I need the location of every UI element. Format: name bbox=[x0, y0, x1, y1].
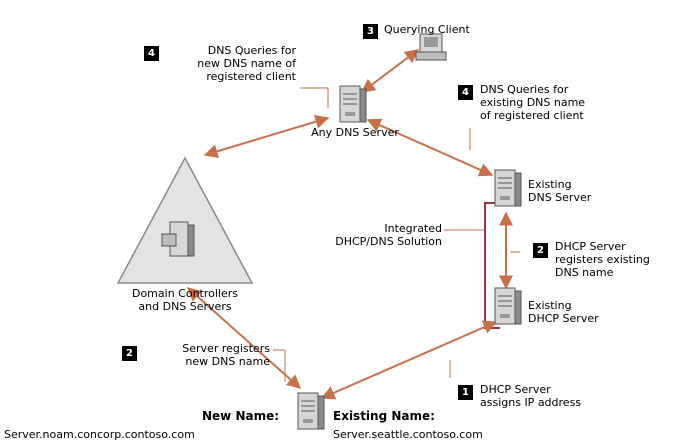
step4-left-text: DNS Queries for new DNS name of register… bbox=[197, 44, 296, 83]
new-name-label: New Name: bbox=[202, 409, 280, 423]
arrow-any-dns-to-domain-controllers bbox=[203, 114, 330, 159]
step-badge-4-left: 4 bbox=[144, 46, 159, 61]
step2-left-text: Server registers new DNS name bbox=[182, 342, 270, 368]
existing-dhcp-server-label: Existing DHCP Server bbox=[528, 299, 599, 325]
integrated-solution-label: Integrated DHCP/DNS Solution bbox=[335, 222, 442, 248]
arrow-any-dns-to-existing-dns bbox=[366, 118, 494, 177]
arrow-any-dns-to-querying-client bbox=[360, 49, 420, 93]
step-badge-1: 1 bbox=[458, 385, 473, 400]
querying-client-icon bbox=[415, 33, 447, 61]
arrow-dhcp-to-server bbox=[320, 320, 498, 400]
existing-name-label: Existing Name: bbox=[333, 409, 435, 423]
existing-name-value: Server.seattle.contoso.com bbox=[333, 428, 483, 441]
domain-controller-icon bbox=[161, 221, 195, 257]
step2-right-text: DHCP Server registers existing DNS name bbox=[555, 240, 650, 279]
registered-server-icon bbox=[297, 392, 325, 430]
any-dns-server-label: Any DNS Server bbox=[311, 126, 399, 139]
domain-controllers-label: Domain Controllers and DNS Servers bbox=[131, 287, 239, 313]
step4-right-text: DNS Queries for existing DNS name of reg… bbox=[480, 83, 586, 122]
any-dns-server-icon bbox=[339, 85, 367, 123]
step-badge-2-left: 2 bbox=[122, 346, 137, 361]
step1-text: DHCP Server assigns IP address bbox=[480, 383, 582, 409]
step3-text: Querying Client bbox=[384, 23, 470, 36]
existing-dns-server-label: Existing DNS Server bbox=[528, 178, 592, 204]
arrow-domain-controllers-to-server bbox=[186, 287, 302, 389]
existing-dhcp-server-icon bbox=[494, 287, 522, 325]
domain-controllers-triangle bbox=[116, 156, 254, 284]
existing-dns-server-icon bbox=[494, 169, 522, 207]
step-badge-3: 3 bbox=[363, 24, 378, 39]
step-badge-4-right: 4 bbox=[458, 85, 473, 100]
new-name-value: Server.noam.concorp.contoso.com bbox=[4, 428, 195, 441]
step-badge-2-right: 2 bbox=[533, 243, 548, 258]
